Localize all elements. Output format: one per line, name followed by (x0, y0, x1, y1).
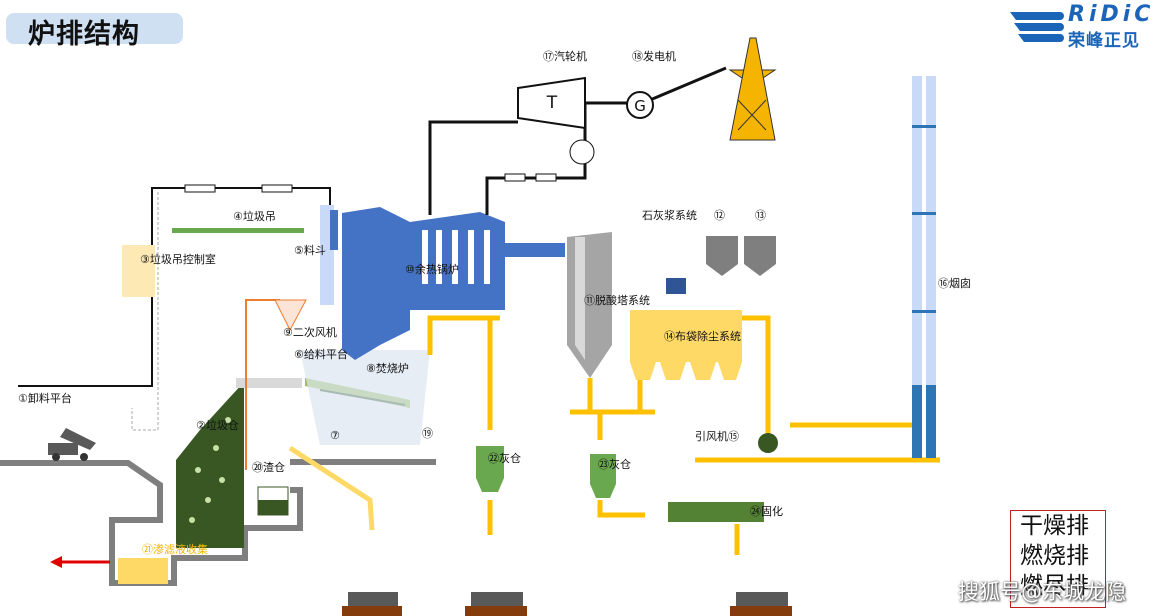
label-steam-turbine: ⑰汽轮机 (543, 49, 587, 63)
generator-symbol: G (634, 97, 646, 115)
slag-fill (258, 500, 288, 515)
label-deacidification-tower: ⑪脱酸塔系统 (584, 293, 650, 307)
waste-pit (176, 382, 244, 548)
steam-valve-2 (535, 173, 557, 182)
lime-pump (666, 278, 686, 294)
baghouse-filter (630, 310, 742, 380)
label-induced-draft-fan: 引风机⑮ (695, 429, 739, 443)
label-lime-slurry-system: 石灰浆系统 (642, 208, 697, 222)
label-crane-control-room: ③垃圾吊控制室 (140, 252, 216, 266)
grate-zone-legend: 干燥排 燃烧排 燃尽排 (1010, 510, 1106, 608)
label-ash-silo-23: ㉓灰仓 (598, 457, 631, 471)
label-item-13: ⑬ (755, 209, 766, 222)
logo-wordmark: RiDiC (1068, 2, 1155, 27)
slag-discharge-arrow (288, 445, 375, 531)
deacidification-tower (567, 232, 612, 378)
logo-chinese-name: 荣峰正见 (1068, 31, 1140, 51)
crane-control-room (122, 245, 155, 297)
steam-valve-1 (504, 173, 526, 182)
ash-conveyors (427, 315, 940, 555)
slag-truck-icon (342, 592, 402, 616)
leachate-arrowhead-icon (50, 556, 62, 568)
label-solidification: ㉔固化 (750, 504, 783, 518)
label-feed-platform: ⑥给料平台 (294, 347, 348, 361)
label-unloading-platform: ①卸料平台 (18, 391, 72, 405)
induced-draft-fan-icon (758, 433, 778, 453)
label-incinerator: ⑧焚烧炉 (366, 362, 409, 375)
leachate-channel (118, 558, 168, 584)
label-secondary-air-fan: ⑨二次风机 (283, 325, 337, 339)
label-ash-silo-22: ㉒灰仓 (488, 451, 521, 465)
steam-turbine (517, 76, 586, 130)
ridic-logo-icon (1010, 12, 1064, 42)
watermark: 搜狐号@东城龙隐 (958, 580, 1126, 604)
chimney (912, 76, 936, 458)
furnace-grate (300, 350, 430, 445)
waste-pit-texture (189, 417, 231, 523)
legend-combustion-grate: 燃烧排 (1020, 543, 1089, 569)
ash-truck-icon (465, 592, 527, 616)
legend-drying-grate: 干燥排 (1020, 513, 1089, 539)
label-leachate-collection: ㉑渗滤液收集 (142, 542, 208, 556)
label-generator: ⑱发电机 (632, 49, 676, 63)
hopper-wall (330, 210, 338, 250)
label-waste-heat-boiler: ⑩余热锅炉 (405, 262, 459, 276)
title-background (6, 13, 183, 44)
crane-rail (172, 228, 304, 233)
condenser-icon (569, 139, 595, 165)
transmission-tower-icon (728, 37, 777, 141)
turbine-symbol: T (546, 93, 558, 113)
label-item-12: ⑫ (714, 209, 725, 222)
label-chimney: ⑯烟囱 (938, 276, 971, 290)
ash-silo-23 (590, 454, 616, 498)
label-hopper: ⑤料斗 (294, 243, 326, 257)
generator-icon (626, 91, 654, 119)
page-title: 炉排结构 (28, 19, 140, 50)
solidification-unit (668, 502, 764, 522)
secondary-air-fan (274, 299, 307, 332)
feed-platform (236, 378, 302, 388)
secondary-air-duct (245, 299, 280, 470)
boiler-tubes (422, 230, 490, 284)
label-waste-pit: ②垃圾仓 (196, 418, 239, 432)
delivery-truck-icon (48, 428, 96, 461)
solid-truck-icon (730, 592, 792, 616)
ash-silo-22 (476, 446, 504, 492)
label-item-7: ⑦ (330, 429, 340, 442)
label-slag-bin: ⑳渣仓 (252, 460, 285, 474)
label-waste-crane: ④垃圾吊 (233, 209, 276, 223)
legend-burnout-grate: 燃尽排 (1020, 573, 1089, 599)
label-item-19: ⑲ (422, 427, 433, 440)
lime-slurry-silos (706, 236, 776, 276)
label-baghouse-system: ⑭布袋除尘系统 (664, 329, 741, 343)
